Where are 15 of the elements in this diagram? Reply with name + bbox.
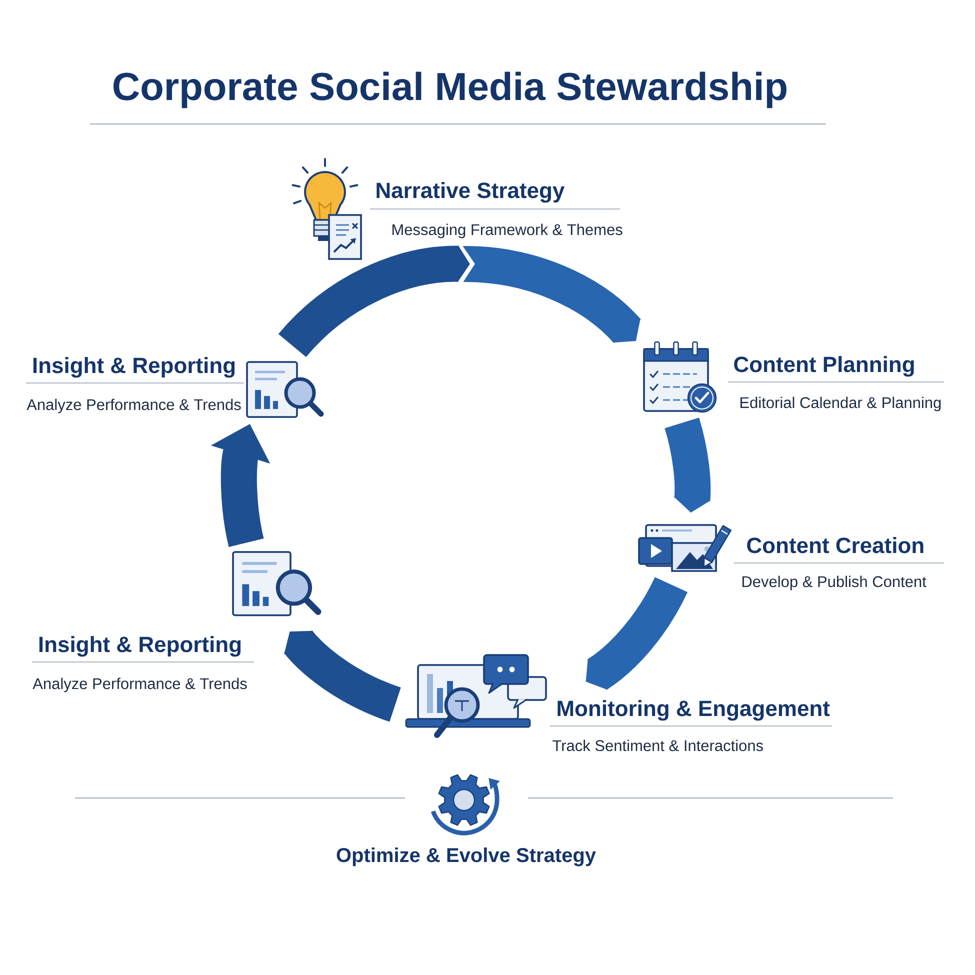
stage-heading: Content Creation xyxy=(747,537,924,554)
stage-heading: Monitoring & Engagement xyxy=(558,700,830,721)
closing-heading: Optimize & Evolve Strategy xyxy=(336,848,596,866)
stage-heading: Insight & Reporting xyxy=(33,357,235,378)
stage-heading: Insight & Reporting xyxy=(39,636,241,657)
stage-subtitle: Messaging Framework & Themes xyxy=(392,224,622,238)
stage-subtitle: Analyze Performance & Trends xyxy=(32,678,247,692)
stage-subtitle: Analyze Performance & Trends xyxy=(26,398,241,414)
cycle-arrow xyxy=(462,244,640,344)
stage-heading: Content Planning xyxy=(734,356,914,377)
stage-subtitle: Develop & Publish Content xyxy=(742,576,926,590)
stage-heading: Narrative Strategy xyxy=(376,182,565,203)
title: Corporate Social Media Stewardship xyxy=(114,72,786,108)
stage-subtitle: Editorial Calendar & Planning xyxy=(740,396,941,412)
stage-subtitle: Track Sentiment & Interactions xyxy=(552,740,763,752)
